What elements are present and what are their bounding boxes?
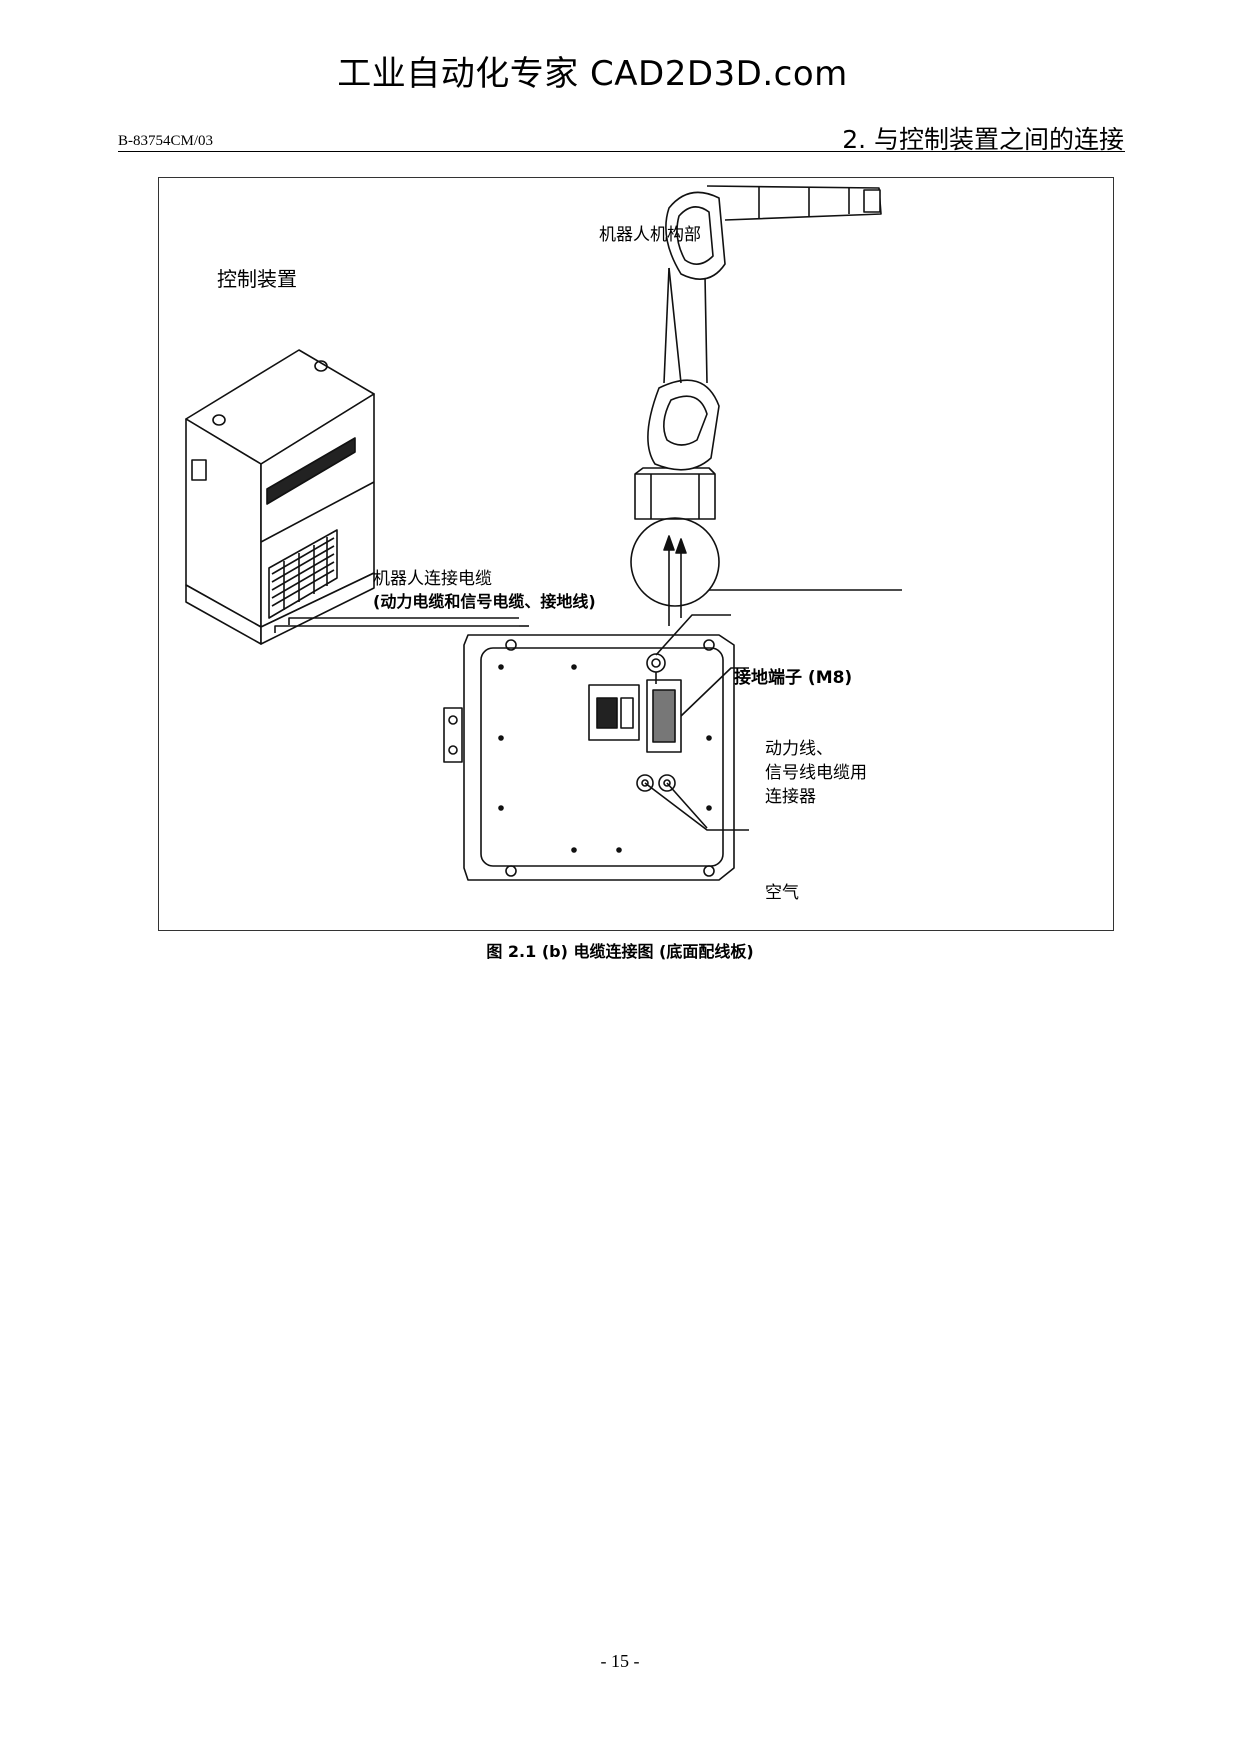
robot-mechanism-label: 机器人机构部 <box>599 225 701 245</box>
watermark: 工业自动化专家 CAD2D3D.com <box>337 54 848 94</box>
header-rule <box>118 151 1125 152</box>
figure-drawing <box>185 185 902 881</box>
robot-connection-cable-drawing <box>274 617 529 633</box>
document-id: B-83754CM/03 <box>118 133 214 149</box>
cable-label-line1: 机器人连接电缆 <box>373 569 492 589</box>
connector-label-line2: 信号线电缆用 <box>765 763 867 783</box>
cable-connection-figure: 机器人机构部 控制装置 机器人连接电缆 (动力电缆和信号电缆、接地线) 接地端子… <box>158 177 1114 931</box>
connector-label-line3: 连接器 <box>765 787 816 807</box>
page-number: - 15 - <box>600 1651 640 1671</box>
figure-caption: 图 2.1 (b) 电缆连接图 (底面配线板) <box>486 942 754 961</box>
controller-cabinet-drawing <box>185 349 375 645</box>
connector-label-line1: 动力线、 <box>765 739 833 759</box>
cable-label-line2: (动力电缆和信号电缆、接地线) <box>373 592 596 611</box>
controller-label: 控制装置 <box>217 267 297 291</box>
section-title: 2. 与控制装置之间的连接 <box>842 125 1124 154</box>
bottom-wiring-panel-drawing <box>443 614 749 881</box>
air-label: 空气 <box>765 883 799 903</box>
robot-arm-drawing <box>630 185 902 626</box>
ground-terminal-label: 接地端子 (M8) <box>734 668 853 688</box>
